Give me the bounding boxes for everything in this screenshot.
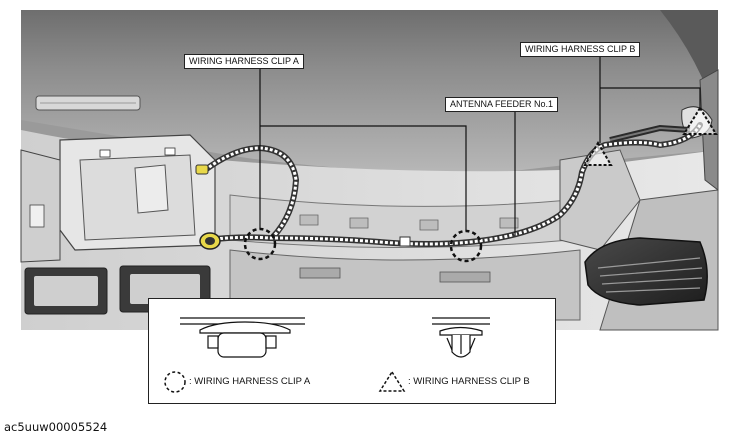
- legend-panel: [148, 298, 556, 404]
- clip-b-marker-left: [583, 141, 613, 166]
- figure-code: ac5uuw00005524: [4, 420, 108, 434]
- clip-b-marker-right: [682, 106, 718, 135]
- leader-lines: [259, 56, 701, 236]
- air-vent: [584, 237, 708, 306]
- connector-yellow-lower: [199, 232, 221, 250]
- legend-clip-a-label: : WIRING HARNESS CLIP A: [189, 376, 311, 387]
- legend-clip-b-label: : WIRING HARNESS CLIP B: [408, 376, 530, 387]
- callout-clip-b: WIRING HARNESS CLIP B: [520, 42, 641, 57]
- callout-antenna-feeder: ANTENNA FEEDER No.1: [445, 97, 559, 112]
- dashboard-frame: [20, 10, 719, 331]
- wiring-harness: [202, 122, 703, 247]
- callout-clip-a: WIRING HARNESS CLIP A: [184, 54, 304, 69]
- connector-yellow-upper: [195, 164, 209, 175]
